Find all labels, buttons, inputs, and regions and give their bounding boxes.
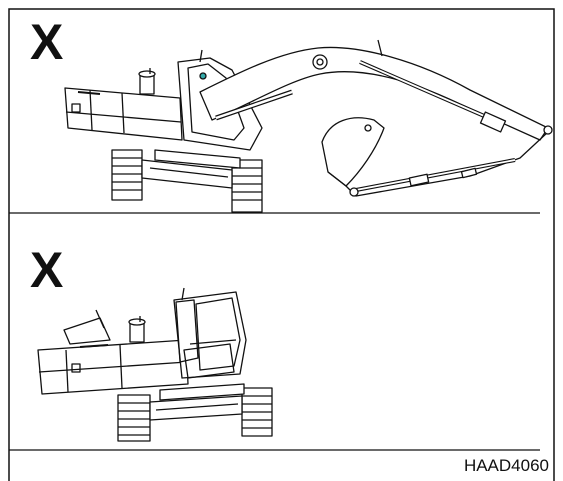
track-left — [117, 394, 151, 442]
prohibited-mark-top: X — [30, 14, 64, 70]
excavator-tilted-with-boom — [64, 39, 553, 213]
track-right — [241, 387, 273, 437]
prohibited-mark-bottom: X — [30, 242, 64, 298]
track-left — [111, 149, 143, 201]
figure-code: HAAD4060 — [463, 456, 549, 475]
track-right — [231, 159, 263, 213]
figure-border — [8, 8, 555, 481]
excavator-tilted-no-boom — [37, 287, 273, 442]
